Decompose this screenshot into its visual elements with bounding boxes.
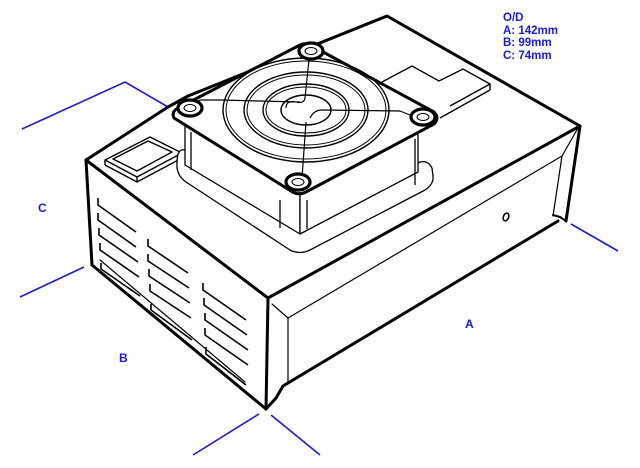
switch-rocker bbox=[112, 140, 173, 172]
rocker-switch bbox=[104, 136, 183, 183]
right-corner-edge bbox=[564, 124, 582, 223]
dimension-line-c-top bbox=[21, 81, 169, 130]
top-right-edge bbox=[266, 124, 582, 300]
top-face-left-edge bbox=[84, 105, 170, 162]
bottom-right-edge bbox=[264, 219, 560, 411]
dimensions-heading: O/D bbox=[503, 12, 524, 24]
right-corner-foot bbox=[552, 214, 567, 222]
front-bevel-line bbox=[271, 303, 289, 319]
front-corner-edge bbox=[264, 296, 270, 411]
dimension-a-text: A: 142mm bbox=[503, 24, 558, 37]
dimension-line-c-bottom bbox=[19, 266, 85, 298]
dimension-line-a-right bbox=[270, 414, 321, 456]
cooling-fan bbox=[171, 41, 439, 254]
axis-label-b: B bbox=[119, 351, 128, 365]
axis-label-a: A bbox=[465, 317, 474, 331]
dimension-c-text: C: 74mm bbox=[503, 49, 552, 62]
top-front-edge bbox=[84, 158, 270, 300]
axis-label-c: C bbox=[38, 201, 47, 215]
dimension-b-text: B: 99mm bbox=[503, 37, 552, 49]
left-corner-edge bbox=[84, 158, 94, 267]
vent-column-2 bbox=[147, 239, 193, 341]
right-inner-corner bbox=[561, 127, 579, 157]
bottom-front-edge bbox=[90, 263, 268, 411]
side-vent-slots bbox=[97, 198, 249, 386]
vent-column-1 bbox=[97, 198, 141, 297]
dimension-line-b-left bbox=[192, 413, 260, 456]
screw-hole-icon bbox=[502, 212, 510, 222]
bottom-front-inner bbox=[99, 259, 246, 383]
vent-column-3 bbox=[202, 283, 249, 386]
dimension-line-a-far bbox=[570, 223, 619, 252]
fan-grille-struts bbox=[186, 49, 416, 179]
dimensions-legend: O/D A: 142mm B: 99mm C: 74mm bbox=[503, 12, 558, 62]
rear-tab bbox=[381, 65, 492, 119]
dimension-lines bbox=[19, 81, 619, 456]
